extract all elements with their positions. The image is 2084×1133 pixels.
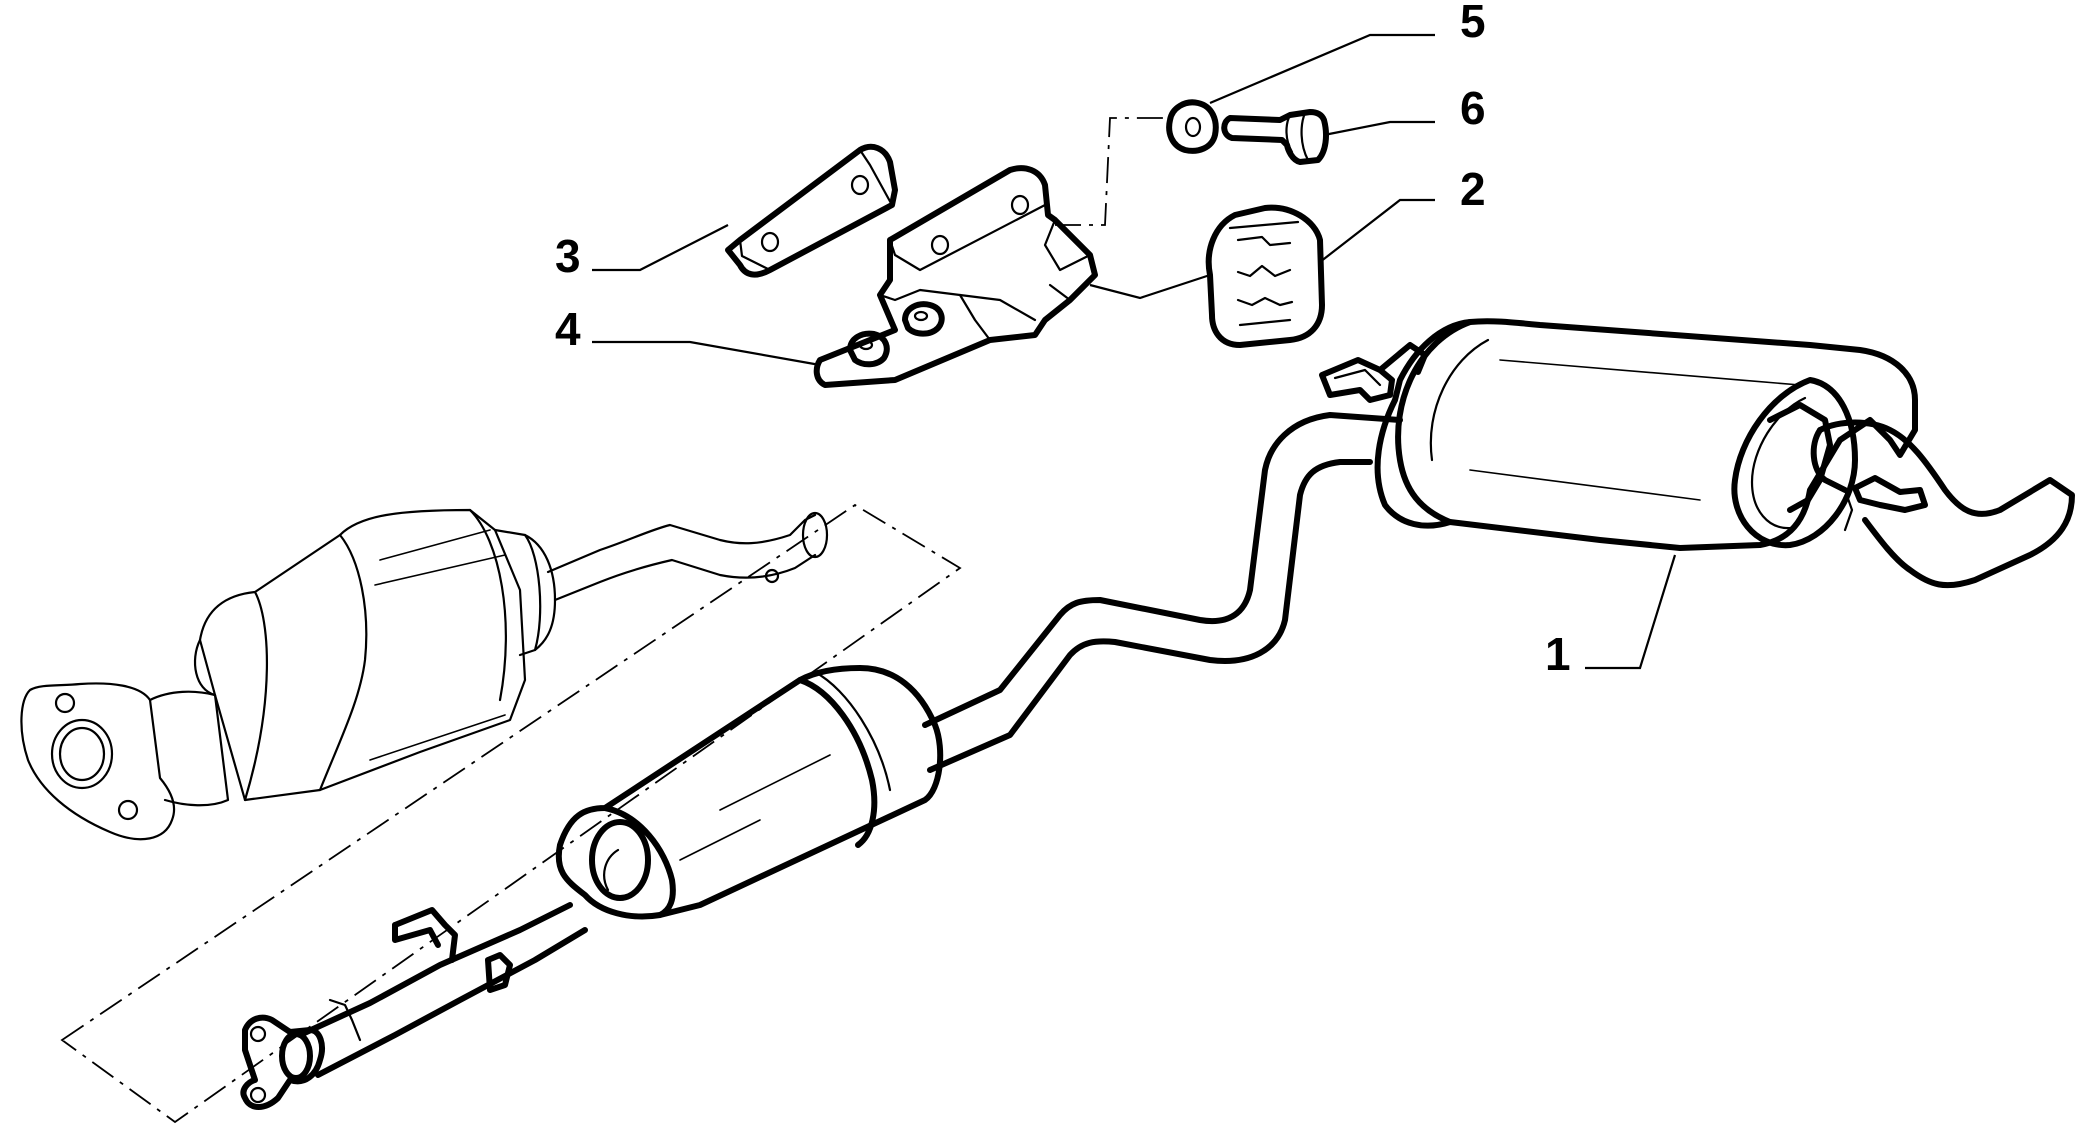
plate-part-3	[725, 143, 898, 278]
leader-line-2	[1319, 198, 1435, 263]
catalytic-converter	[20, 503, 962, 1124]
mount-connector-line	[1089, 273, 1211, 300]
leader-line-5	[1209, 33, 1435, 105]
front-pipe-section	[240, 412, 1403, 1110]
callout-1: 1	[1545, 628, 1571, 680]
callout-3: 3	[555, 230, 581, 282]
rubber-mount-part-2	[1205, 204, 1325, 348]
callout-5: 5	[1460, 0, 1486, 47]
leader-line-3	[592, 224, 729, 272]
bolt-part-6	[1221, 109, 1329, 165]
leader-line-6	[1323, 120, 1435, 137]
bracket-part-4	[813, 165, 1098, 388]
rear-silencer	[1319, 318, 2075, 589]
callout-4: 4	[555, 303, 581, 355]
assembly-line	[1055, 117, 1168, 226]
leader-line-4	[592, 340, 821, 367]
callout-2: 2	[1460, 163, 1486, 215]
callout-6: 6	[1460, 82, 1486, 134]
washer-part-5	[1166, 99, 1219, 154]
leader-line-1	[1585, 554, 1677, 670]
